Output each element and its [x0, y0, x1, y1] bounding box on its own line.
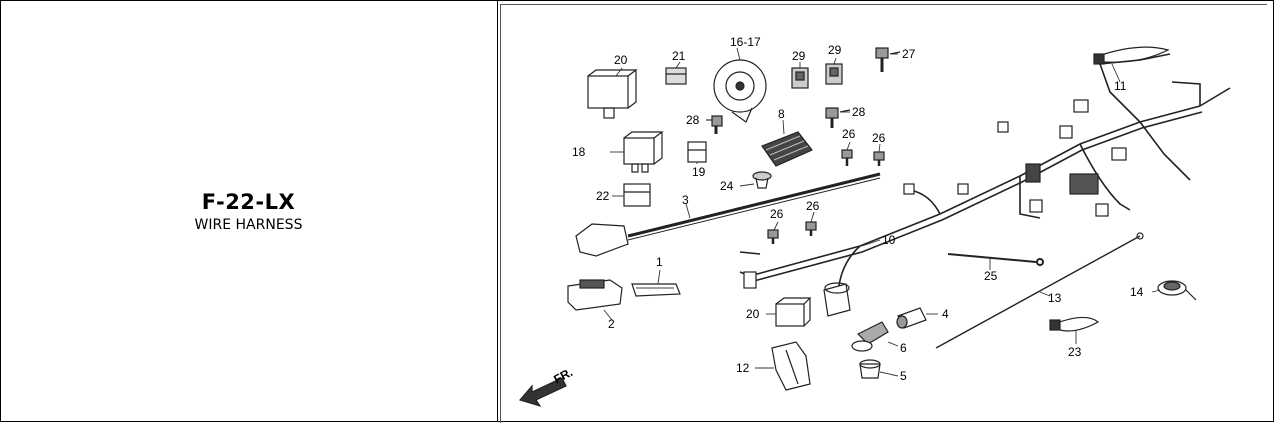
part-title: WIRE HARNESS [194, 217, 303, 233]
callout-26-a: 26 [842, 127, 856, 141]
callout-3: 3 [682, 193, 689, 207]
part-20-relay [587, 69, 638, 119]
part-23-wire [947, 253, 1044, 266]
part-code: F-22-LX [201, 190, 296, 214]
callout-4: 4 [942, 307, 949, 321]
part-21-connector [665, 67, 687, 85]
part-14-sensor [1157, 280, 1197, 301]
callout-12: 12 [736, 361, 750, 375]
part-25-loop [1049, 316, 1100, 332]
part-26-bolt-c [767, 229, 779, 244]
callout-15: 16-17 [730, 35, 761, 49]
callout-29-a: 29 [792, 49, 806, 63]
part-13-cable [935, 232, 1144, 349]
part-24-clip [752, 171, 772, 189]
callout-26-b: 26 [872, 131, 886, 145]
callout-13: 13 [1048, 291, 1062, 305]
part-8-regulator [761, 131, 813, 167]
leader-lines [603, 47, 1161, 377]
callout-14: 14 [1130, 285, 1144, 299]
part-12-bracket [771, 341, 811, 391]
callout-10: 10 [882, 233, 896, 247]
callout-2: 2 [608, 317, 615, 331]
diagram-svg: 20 21 16-17 29 29 27 28 28 8 26 26 18 19… [518, 35, 1231, 408]
part-info-panel: F-22-LX WIRE HARNESS [0, 0, 497, 422]
callout-26-c: 26 [770, 207, 784, 221]
part-1-lid [631, 283, 681, 297]
part-15-horn [713, 59, 767, 123]
part-5-boot [859, 359, 881, 379]
callout-19: 20 [746, 307, 760, 321]
exploded-diagram: 20 21 16-17 29 29 27 28 28 8 26 26 18 19… [500, 4, 1268, 423]
part-29-connector-b [825, 63, 843, 85]
part-6-cap [851, 321, 889, 352]
callout-23: 25 [984, 269, 998, 283]
part-16-17-relay [623, 131, 664, 173]
callout-28-b: 28 [686, 113, 700, 127]
part-11-loop [1093, 46, 1170, 65]
callout-25: 23 [1068, 345, 1082, 359]
callout-28-a: 28 [852, 105, 866, 119]
callout-8: 8 [778, 107, 785, 121]
ignition-coil [823, 282, 851, 317]
harness-connectors [743, 99, 1127, 289]
callout-20: 20 [614, 53, 628, 67]
part-2-fuse-box [567, 279, 623, 311]
callout-24: 24 [720, 179, 734, 193]
part-3-cable [575, 172, 881, 257]
callout-1: 1 [656, 255, 663, 269]
callout-labels: 20 21 16-17 29 29 27 28 28 8 26 26 18 19… [551, 35, 1143, 387]
callout-18: 19 [692, 165, 706, 179]
part-4-plug-cap [896, 307, 927, 329]
part-18-block [687, 141, 707, 163]
callout-16-17: 18 [572, 145, 586, 159]
callout-27: 27 [902, 47, 916, 61]
panel-divider [497, 0, 498, 422]
callout-21: 21 [672, 49, 686, 63]
front-direction-arrow [518, 377, 567, 408]
part-29-connector-a [791, 67, 809, 89]
callout-5: 5 [900, 369, 907, 383]
callout-11: 11 [1114, 79, 1127, 93]
callout-26-d: 26 [806, 199, 820, 213]
part-19-block [775, 297, 812, 327]
callout-6: 6 [900, 341, 907, 355]
part-22-relay [623, 183, 651, 207]
callout-22: 22 [596, 189, 610, 203]
diagram-border [500, 4, 1267, 423]
callout-29-b: 29 [828, 43, 842, 57]
